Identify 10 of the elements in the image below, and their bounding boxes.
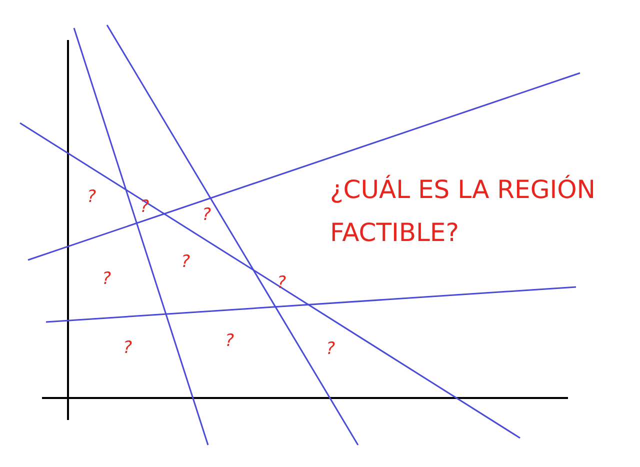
question-mark: ? — [202, 205, 212, 225]
question-mark: ? — [102, 269, 112, 289]
question-mark: ? — [87, 187, 96, 207]
question-mark: ? — [326, 339, 336, 359]
question-mark: ? — [277, 273, 286, 293]
question-mark: ? — [181, 252, 190, 272]
question-mark: ? — [123, 338, 132, 358]
question-mark: ? — [140, 197, 150, 217]
question-mark: ? — [225, 331, 234, 351]
title: ¿CUÁL ES LA REGIÓN FACTIBLE? — [330, 174, 596, 249]
